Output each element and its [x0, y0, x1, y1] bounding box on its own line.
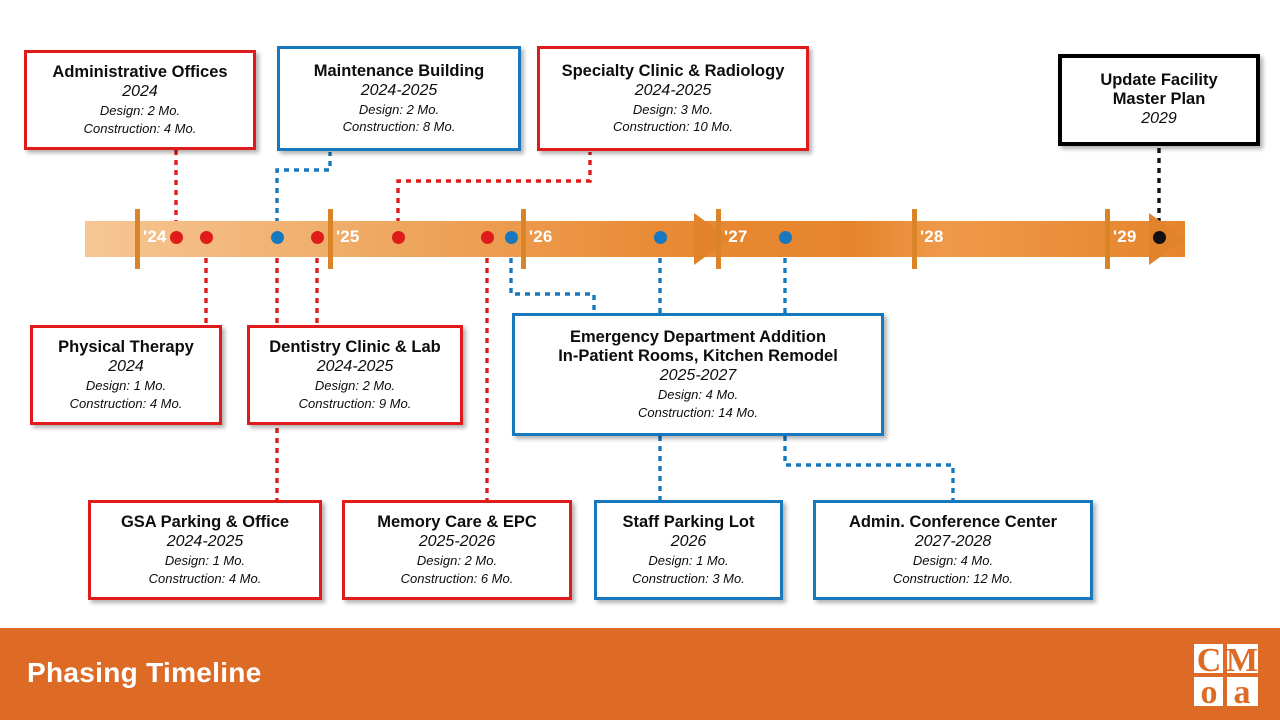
phase-title: Admin. Conference Center — [848, 513, 1058, 532]
phase-years: 2024-2025 — [166, 533, 244, 551]
page-title: Phasing Timeline — [27, 657, 262, 688]
timeline-band — [85, 221, 1185, 257]
dot-specialty-clinic-radiology[interactable] — [392, 231, 405, 244]
phase-years: 2024-2025 — [634, 81, 712, 99]
phase-title: Dentistry Clinic & Lab — [269, 338, 441, 357]
phase-card-specialty-clinic-radiology[interactable]: Specialty Clinic & Radiology 2024-2025 D… — [537, 46, 809, 151]
phase-title: Administrative Offices — [52, 63, 228, 82]
phase-card-gsa-parking-office[interactable]: GSA Parking & Office 2024-2025 Design: 1… — [88, 500, 322, 600]
cma-logo: C M o a — [1192, 642, 1260, 710]
dot-admin-conference-center[interactable] — [779, 231, 792, 244]
dot-physical-therapy[interactable] — [200, 231, 213, 244]
phase-title-line-2: In-Patient Rooms, Kitchen Remodel — [558, 347, 838, 366]
footer-bar — [0, 628, 1280, 720]
year-label-28: '28 — [920, 227, 944, 246]
tick-27 — [716, 209, 721, 269]
year-label-26: '26 — [529, 227, 553, 246]
svg-text:C: C — [1197, 642, 1222, 679]
phase-title-line-2: Master Plan — [1112, 90, 1206, 108]
phase-title: Specialty Clinic & Radiology — [561, 61, 785, 80]
phase-card-administrative-offices[interactable]: Administrative Offices 2024 Design: 2 Mo… — [24, 50, 256, 150]
phase-title: GSA Parking & Office — [120, 513, 290, 532]
dot-staff-parking-lot[interactable] — [654, 231, 667, 244]
phase-design: Design: 4 Mo. — [657, 387, 739, 403]
phase-construction: Construction: 4 Mo. — [83, 120, 197, 136]
phase-title: Memory Care & EPC — [377, 513, 537, 532]
phase-construction: Construction: 3 Mo. — [632, 570, 745, 586]
dot-memory-care-epc[interactable] — [481, 231, 494, 244]
timeline-midpoint-arrowhead — [694, 213, 730, 265]
phase-years: 2026 — [670, 533, 707, 551]
phase-card-update-facility-master-plan[interactable]: Update Facility Master Plan 2029 — [1058, 54, 1260, 146]
year-label-24: '24 — [143, 227, 167, 246]
phase-card-maintenance-building[interactable]: Maintenance Building 2024-2025 Design: 2… — [277, 46, 521, 151]
phase-design: Design: 2 Mo. — [314, 378, 396, 394]
phase-construction: Construction: 6 Mo. — [400, 570, 514, 586]
phase-years: 2025-2027 — [659, 367, 737, 385]
phase-design: Design: 2 Mo. — [358, 101, 440, 117]
connector-admin-conference-center — [783, 436, 955, 500]
phase-design: Design: 2 Mo. — [99, 103, 181, 119]
phase-years: 2024 — [122, 83, 158, 101]
dot-administrative-offices[interactable] — [170, 231, 183, 244]
phase-title-line-1: Update Facility — [1100, 70, 1218, 89]
phase-construction: Construction: 14 Mo. — [638, 404, 758, 420]
phase-years: 2024-2025 — [360, 81, 438, 99]
phase-design: Design: 1 Mo. — [648, 553, 729, 569]
phase-construction: Construction: 12 Mo. — [893, 570, 1013, 586]
phase-design: Design: 1 Mo. — [164, 553, 246, 569]
phase-card-staff-parking-lot[interactable]: Staff Parking Lot 2026 Design: 1 Mo. Con… — [594, 500, 783, 600]
phase-construction: Construction: 9 Mo. — [298, 395, 412, 411]
dot-emergency-department-addition[interactable] — [505, 231, 518, 244]
tick-29 — [1105, 209, 1110, 269]
phase-title-line-1: Emergency Department Addition — [569, 328, 827, 347]
phase-card-dentistry-clinic-lab[interactable]: Dentistry Clinic & Lab 2024-2025 Design:… — [247, 325, 463, 425]
year-label-27: '27 — [724, 227, 748, 246]
phase-design: Design: 1 Mo. — [85, 378, 167, 394]
phase-title: Physical Therapy — [58, 338, 194, 357]
phase-card-admin-conference-center[interactable]: Admin. Conference Center 2027-2028 Desig… — [813, 500, 1093, 600]
phase-years: 2027-2028 — [914, 533, 992, 551]
phase-construction: Construction: 4 Mo. — [148, 570, 262, 586]
tick-25 — [328, 209, 333, 269]
phase-card-memory-care-epc[interactable]: Memory Care & EPC 2025-2026 Design: 2 Mo… — [342, 500, 572, 600]
phase-construction: Construction: 4 Mo. — [69, 395, 183, 411]
phase-design: Design: 2 Mo. — [416, 553, 498, 569]
phase-design: Design: 4 Mo. — [912, 553, 994, 569]
phase-years: 2024-2025 — [316, 358, 394, 376]
phase-years: 2024 — [108, 358, 144, 376]
year-label-29: '29 — [1113, 227, 1137, 246]
phase-construction: Construction: 10 Mo. — [613, 119, 733, 135]
dot-update-facility-master-plan[interactable] — [1153, 231, 1166, 244]
phase-years: 2025-2026 — [418, 533, 496, 551]
svg-text:o: o — [1201, 674, 1218, 710]
phase-card-emergency-department-addition[interactable]: Emergency Department Addition In-Patient… — [512, 313, 884, 436]
tick-28 — [912, 209, 917, 269]
phase-title: Maintenance Building — [313, 61, 485, 80]
phase-card-physical-therapy[interactable]: Physical Therapy 2024 Design: 1 Mo. Cons… — [30, 325, 222, 425]
tick-24 — [135, 209, 140, 269]
phase-design: Design: 3 Mo. — [632, 101, 714, 117]
svg-text:M: M — [1226, 642, 1258, 679]
phase-title: Staff Parking Lot — [622, 513, 755, 532]
phase-years: 2029 — [1141, 110, 1177, 128]
svg-text:a: a — [1234, 674, 1251, 710]
tick-26 — [521, 209, 526, 269]
dot-maintenance-building[interactable] — [271, 231, 284, 244]
phase-construction: Construction: 8 Mo. — [342, 119, 456, 135]
dot-dentistry-clinic-lab[interactable] — [311, 231, 324, 244]
year-label-25: '25 — [336, 227, 360, 246]
